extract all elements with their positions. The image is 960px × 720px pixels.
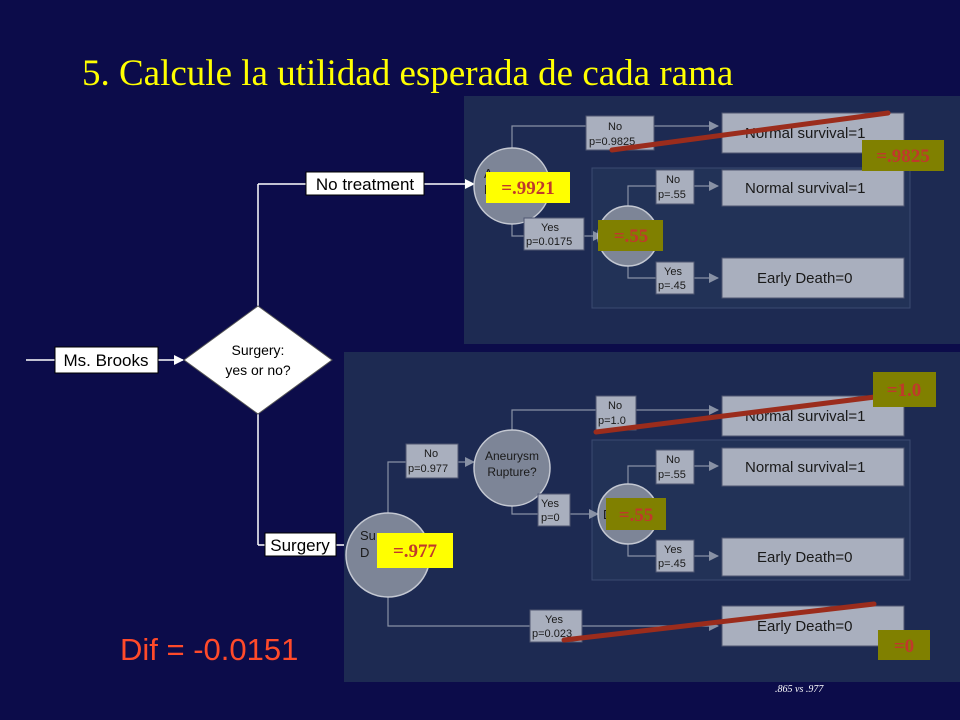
top-sub-yes-label: Yes p=.45 xyxy=(655,261,695,295)
annotation-top-normal: =.9825 xyxy=(862,140,944,171)
surgery-chance-label-1: Su xyxy=(360,528,376,543)
difference-label: Dif = -0.0151 xyxy=(120,632,299,667)
bottom-yes2-label: Yes xyxy=(541,498,559,510)
rupture-label-1: Aneurysm xyxy=(485,449,539,463)
top-sub-outcome-normal: Normal survival=1 xyxy=(721,169,905,207)
decision-node: Surgery: yes or no? xyxy=(183,305,333,415)
slide-title: 5. Calcule la utilidad esperada de cada … xyxy=(82,53,734,94)
top-sub-no-prob: p=.55 xyxy=(658,189,686,201)
top-sub-outcome-death: Early Death=0 xyxy=(721,257,905,299)
bottom-no-branch2-label: No p=1.0 xyxy=(595,395,637,431)
bottom-outcome-normal-label: Normal survival=1 xyxy=(745,408,865,425)
top-sub-death-label: Early Death=0 xyxy=(757,270,852,287)
surgery-chance-label-2: D xyxy=(360,545,369,560)
bottom-rupture-chance-node: Aneurysm Rupture? xyxy=(473,429,551,507)
top-yes-label: Yes xyxy=(541,222,559,234)
annotation-bottom-normal: =1.0 xyxy=(873,372,936,407)
top-no-prob: p=0.9825 xyxy=(589,136,635,148)
top-sub-no-label: No p=.55 xyxy=(655,169,695,205)
root-label: Ms. Brooks xyxy=(63,351,148,370)
annotation-top-sub-value: =.55 xyxy=(614,226,649,247)
annotation-top-root: =.9921 xyxy=(486,172,570,203)
bottom-no-prob: p=0.977 xyxy=(408,463,448,475)
top-yes-branch-label: Yes p=0.0175 xyxy=(523,217,585,251)
strike-lines xyxy=(561,110,891,643)
bottom-no2-label: No xyxy=(608,400,622,412)
footnote: .865 vs .977 xyxy=(775,684,824,695)
decision-label-1: Surgery: xyxy=(232,342,285,358)
surgery-label: Surgery xyxy=(270,536,330,555)
annotation-bottom-root-value: =.977 xyxy=(393,541,438,562)
bottom-yes-branch2-label: Yes p=0 xyxy=(537,493,571,527)
rupture-label-2: Rupture? xyxy=(487,465,537,479)
top-no-label: No xyxy=(608,121,622,133)
bottom-outcome-death-label: Early Death=0 xyxy=(757,618,852,635)
main-connectors xyxy=(26,179,475,546)
bottom-sub-yes-label: Yes p=.45 xyxy=(655,539,695,573)
bottom-no-label: No xyxy=(424,448,438,460)
bottom-no2-prob: p=1.0 xyxy=(598,415,626,427)
bottom-sub-normal-label: Normal survival=1 xyxy=(745,459,865,476)
top-sub-yes: Yes xyxy=(664,266,682,278)
bottom-sub-no-label: No p=.55 xyxy=(655,449,695,485)
bottom-yes-label: Yes xyxy=(545,614,563,626)
bottom-sub-yes-prob: p=.45 xyxy=(658,558,686,570)
bottom-sub-no-prob: p=.55 xyxy=(658,469,686,481)
top-sub-no: No xyxy=(666,174,680,186)
top-sub-normal-label: Normal survival=1 xyxy=(745,180,865,197)
annotation-bottom-sub-value: =.55 xyxy=(619,505,654,526)
annotation-bottom-death-value: =0 xyxy=(894,636,914,657)
root-node: Ms. Brooks xyxy=(54,346,159,374)
option-surgery: Surgery xyxy=(264,532,337,557)
bottom-sub-outcome-death: Early Death=0 xyxy=(721,537,905,577)
bottom-no-branch-label: No p=0.977 xyxy=(405,443,459,479)
bottom-sub-outcome-normal: Normal survival=1 xyxy=(721,447,905,487)
annotation-top-normal-value: =.9825 xyxy=(876,146,930,167)
decision-label-2: yes or no? xyxy=(225,362,291,378)
top-yes-prob: p=0.0175 xyxy=(526,236,572,248)
bottom-yes-branch-label: Yes p=0.023 xyxy=(529,609,583,643)
bottom-sub-death-label: Early Death=0 xyxy=(757,549,852,566)
annotation-top-sub: =.55 xyxy=(598,220,663,251)
annotation-top-root-value: =.9921 xyxy=(501,178,555,199)
option-no-treatment: No treatment xyxy=(305,171,425,196)
bottom-yes-prob: p=0.023 xyxy=(532,628,572,640)
no-treatment-label: No treatment xyxy=(316,175,415,194)
annotation-bottom-root: =.977 xyxy=(377,533,453,568)
annotation-bottom-death: =0 xyxy=(878,630,930,660)
annotation-bottom-normal-value: =1.0 xyxy=(887,380,922,401)
annotation-bottom-sub: =.55 xyxy=(606,498,666,530)
bottom-sub-yes: Yes xyxy=(664,544,682,556)
bottom-sub-no: No xyxy=(666,454,680,466)
bottom-yes2-prob: p=0 xyxy=(541,512,560,524)
top-sub-yes-prob: p=.45 xyxy=(658,280,686,292)
